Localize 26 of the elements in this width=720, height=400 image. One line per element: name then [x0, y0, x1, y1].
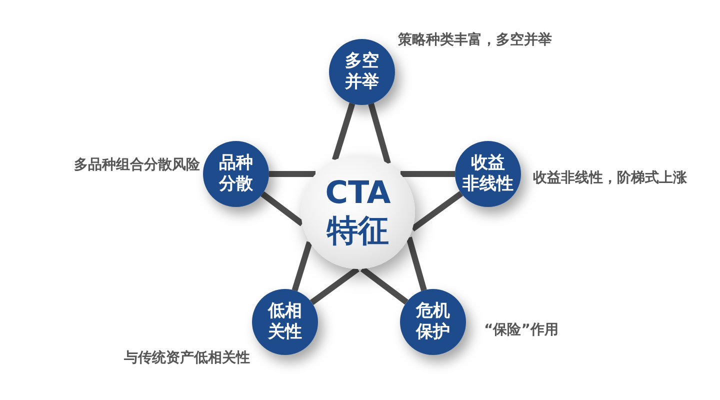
hub-title: CTA特征: [325, 174, 391, 250]
feature-label: 收益非线性: [462, 153, 514, 195]
connector-line: [368, 102, 391, 164]
feature-description: 与传统资产低相关性: [124, 349, 250, 367]
feature-description: 策略种类丰富，多空并举: [398, 31, 552, 49]
feature-description: 多品种组合分散风险: [74, 156, 200, 174]
connector-line: [410, 190, 464, 232]
connector-line: [406, 236, 427, 292]
feature-description: 收益非线性，阶梯式上涨: [533, 169, 687, 187]
feature-circle: [203, 141, 269, 207]
hub-circle: [301, 155, 415, 269]
feature-circle: [252, 289, 318, 355]
feature-label: 危机保护: [416, 301, 450, 343]
feature-label: 低相关性: [268, 301, 302, 343]
feature-label: 多空并举: [345, 51, 379, 93]
feature-circle: [455, 141, 521, 207]
feature-circle: [400, 289, 466, 355]
feature-label: 品种分散: [219, 153, 253, 195]
connector-line: [292, 241, 312, 292]
feature-description: “保险”作用: [484, 321, 558, 339]
connector-line: [260, 191, 304, 226]
connector-line: [400, 171, 455, 177]
connector-line: [360, 266, 408, 305]
connector-line: [269, 171, 316, 177]
connector-line: [332, 102, 356, 161]
feature-circle: [329, 39, 395, 105]
